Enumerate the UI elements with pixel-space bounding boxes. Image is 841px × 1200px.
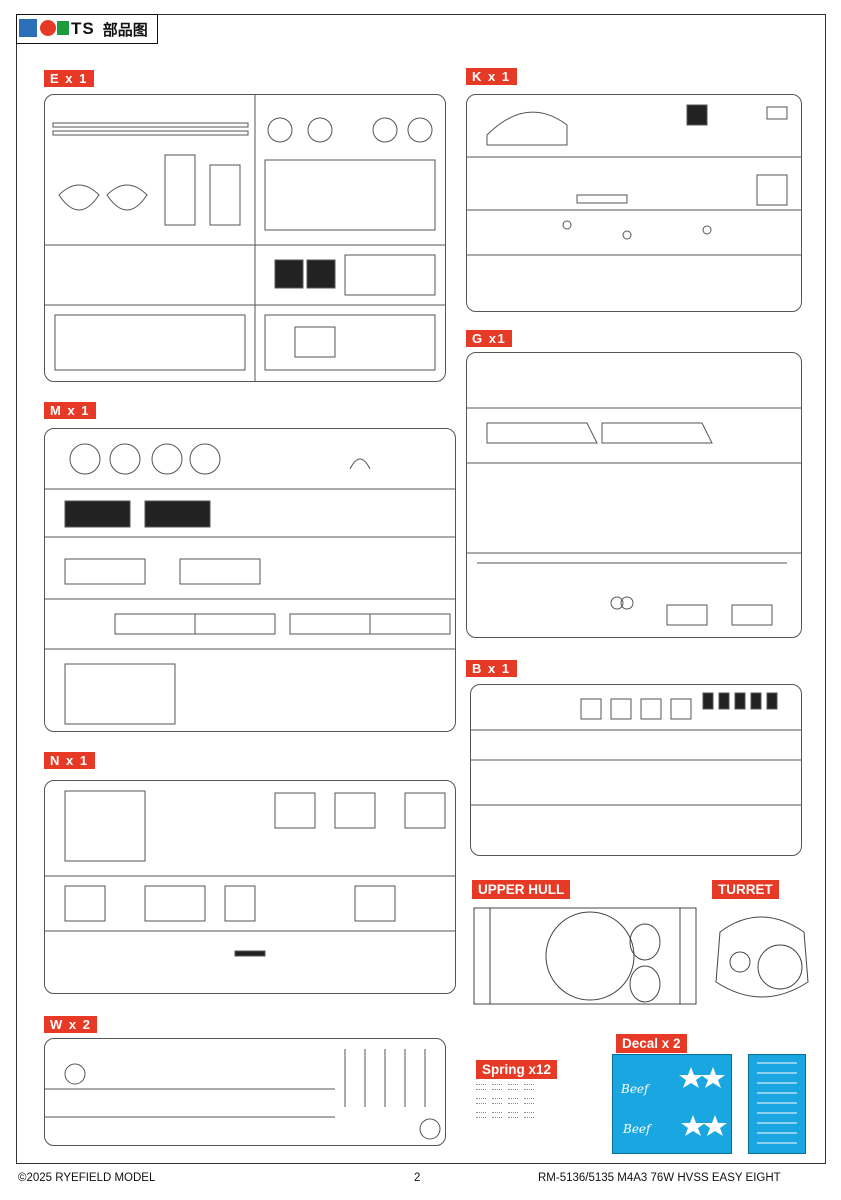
spring-icon: [524, 1112, 534, 1118]
footer-product: RM-5136/5135 M4A3 76W HVSS EASY EIGHT: [538, 1172, 781, 1184]
sprue-e-diagram: [44, 94, 446, 382]
sprue-m-diagram: [44, 428, 456, 732]
decal-sheet-main: Beef Beef: [612, 1054, 732, 1154]
brand-logo-icon: [17, 16, 71, 42]
header-cn-title: 部品图: [102, 21, 148, 39]
svg-text:Beef: Beef: [620, 1082, 651, 1096]
turret-label: TURRET: [712, 880, 779, 899]
sprue-g-diagram: [466, 352, 802, 638]
decal-sheet-small: [748, 1054, 806, 1154]
svg-text:Beef: Beef: [622, 1122, 653, 1136]
sprue-label-m: M x 1: [44, 402, 97, 419]
parts-header: TS 部品图: [16, 14, 158, 44]
footer-page-number: 2: [414, 1172, 421, 1184]
spring-icon: [492, 1112, 502, 1118]
sprue-label-n: N x 1: [44, 752, 95, 769]
sprue-b-diagram: [470, 684, 802, 856]
sprue-w-diagram: [44, 1038, 446, 1146]
sprue-k-diagram: [466, 94, 802, 312]
spring-icon: [476, 1084, 486, 1090]
spring-icon: [508, 1084, 518, 1090]
upper-hull-diagram: [470, 902, 700, 1010]
sprue-n-diagram: [44, 780, 456, 994]
spring-label: Spring x12: [476, 1060, 558, 1079]
spring-icon: [476, 1098, 486, 1104]
header-title: TS: [71, 19, 95, 38]
sprue-label-k: K x 1: [466, 68, 517, 85]
sprue-label-g: G x1: [466, 330, 513, 347]
page-frame: [16, 14, 826, 1164]
upper-hull-label: UPPER HULL: [472, 880, 571, 899]
spring-icon: [492, 1084, 502, 1090]
sprue-label-e: E x 1: [44, 70, 94, 87]
sprue-label-b: B x 1: [466, 660, 517, 677]
spring-group: [476, 1084, 566, 1134]
spring-icon: [508, 1112, 518, 1118]
spring-icon: [492, 1098, 502, 1104]
footer-copyright: ©2025 RYEFIELD MODEL: [18, 1172, 156, 1184]
sprue-label-w: W x 2: [44, 1016, 98, 1033]
spring-icon: [524, 1084, 534, 1090]
spring-icon: [476, 1112, 486, 1118]
spring-icon: [508, 1098, 518, 1104]
spring-icon: [524, 1098, 534, 1104]
turret-diagram: [710, 902, 814, 1010]
decal-label: Decal x 2: [616, 1034, 687, 1053]
